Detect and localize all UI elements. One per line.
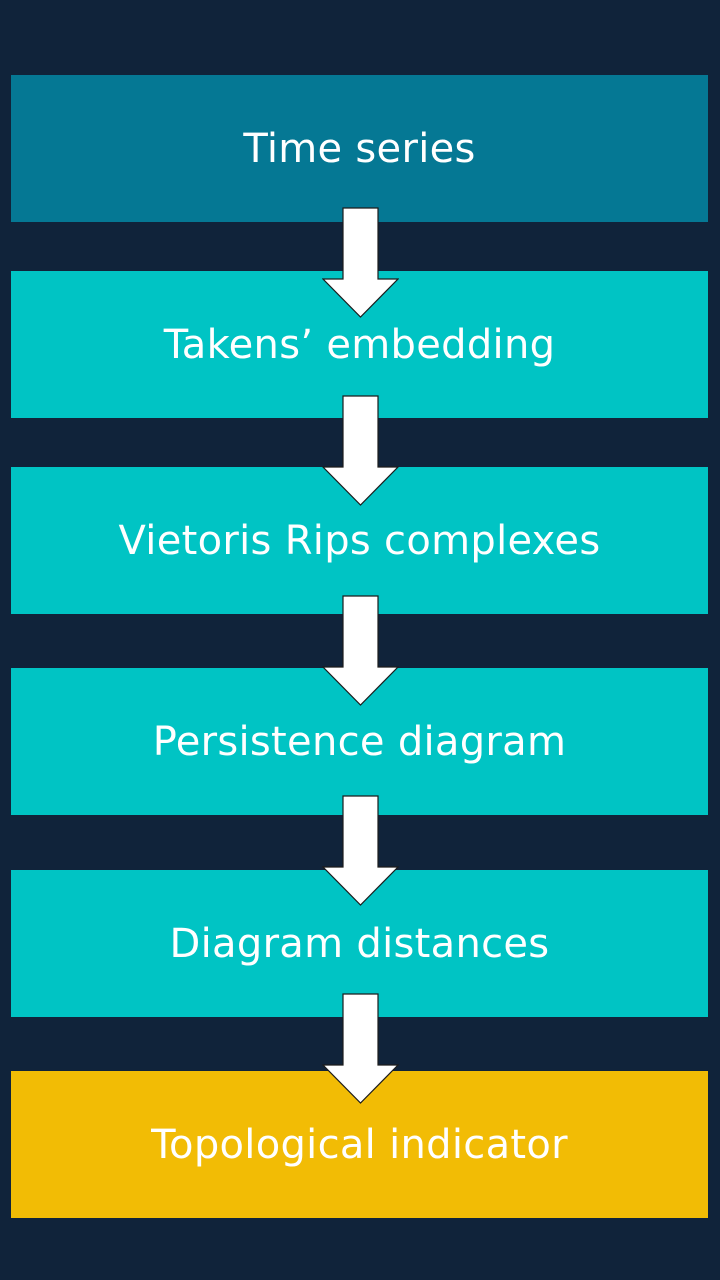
step-diagram-distances: Diagram distances: [11, 870, 708, 1017]
down-arrow-icon: [322, 595, 399, 706]
step-label: Takens’ embedding: [163, 321, 556, 368]
down-arrow-icon: [322, 207, 399, 318]
step-label: Diagram distances: [169, 920, 550, 967]
down-arrow-icon: [322, 395, 399, 506]
step-label: Time series: [243, 125, 476, 172]
step-label: Topological indicator: [151, 1121, 568, 1168]
step-label: Vietoris Rips complexes: [118, 517, 601, 564]
step-vietoris-rips-complexes: Vietoris Rips complexes: [11, 467, 708, 614]
step-label: Persistence diagram: [152, 718, 567, 765]
step-time-series: Time series: [11, 75, 708, 222]
down-arrow-icon: [322, 795, 399, 906]
down-arrow-icon: [322, 993, 399, 1104]
